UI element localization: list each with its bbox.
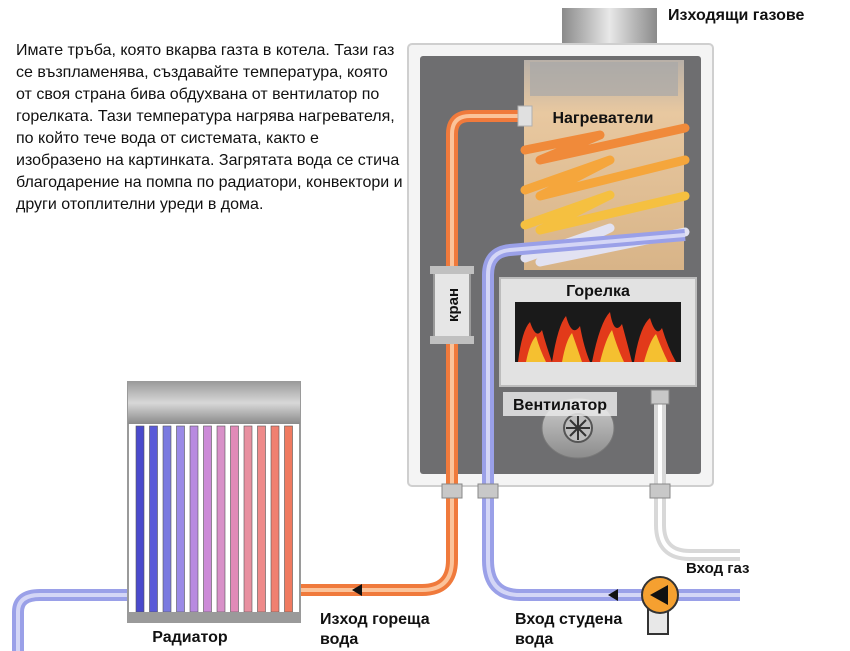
radiator-tube: [149, 425, 158, 613]
heater-coil-orange-2: [520, 155, 690, 201]
hot-flow-arrow-icon: [352, 584, 362, 596]
gas-in-label: Вход газ: [686, 560, 750, 577]
radiator-return-pipe-highlight: [16, 593, 128, 651]
radiator-top: [128, 382, 300, 424]
cold-in-label-2: вода: [515, 631, 553, 648]
cold-in-label-1: Вход студена: [515, 611, 622, 628]
gas-valve-fitting: [650, 389, 670, 405]
radiator-tube: [270, 425, 280, 613]
fitting-cold: [477, 483, 499, 499]
radiator-tube: [230, 425, 239, 613]
fan-blades: [566, 416, 590, 440]
radiator-tube: [162, 425, 172, 613]
hot-pipe-connector: [517, 105, 533, 127]
pump-icon: [641, 576, 679, 635]
heater-coil-yellow: [520, 190, 690, 235]
radiator-return-pipe: [12, 589, 128, 651]
radiator-tube: [203, 425, 212, 613]
fitting-hot: [441, 483, 463, 499]
exhaust-label: Изходящи газове: [668, 7, 805, 24]
radiator-tube: [135, 425, 145, 613]
valve-label: кран: [445, 288, 462, 322]
radiator-label: Радиатор: [152, 629, 228, 646]
cold-pipe-highlight: [486, 233, 740, 597]
description-text: Имате тръба, която вкарва газта в котела…: [16, 42, 403, 213]
radiator-tubes: [135, 425, 293, 613]
hot-pipe-inner-highlight: [300, 114, 525, 592]
burner-label: Горелка: [566, 283, 630, 300]
cold-flow-arrow-icon: [608, 589, 618, 601]
valve-cap-top: [430, 266, 474, 274]
heater-coil-orange-1: [520, 123, 690, 165]
radiator-tube: [176, 425, 185, 613]
hot-out-label-1: Изход гореща: [320, 611, 430, 628]
radiator-tube: [189, 425, 199, 613]
radiator-tube: [257, 425, 266, 613]
fan-label-bg: [503, 392, 617, 416]
radiator-tube: [216, 425, 226, 613]
flames: [518, 312, 676, 362]
fan-label: Вентилатор: [513, 397, 607, 414]
radiator-tube: [284, 425, 293, 613]
heaters-label: Нагреватели: [552, 110, 653, 127]
radiator-tube: [243, 425, 253, 613]
fitting-gas: [649, 483, 671, 499]
gas-pipe-highlight: [658, 395, 740, 557]
valve-cap-bottom: [430, 336, 474, 344]
chimney: [562, 8, 657, 48]
hot-out-label-2: вода: [320, 631, 358, 648]
heat-exchanger-top: [530, 62, 678, 96]
radiator: [127, 381, 301, 623]
